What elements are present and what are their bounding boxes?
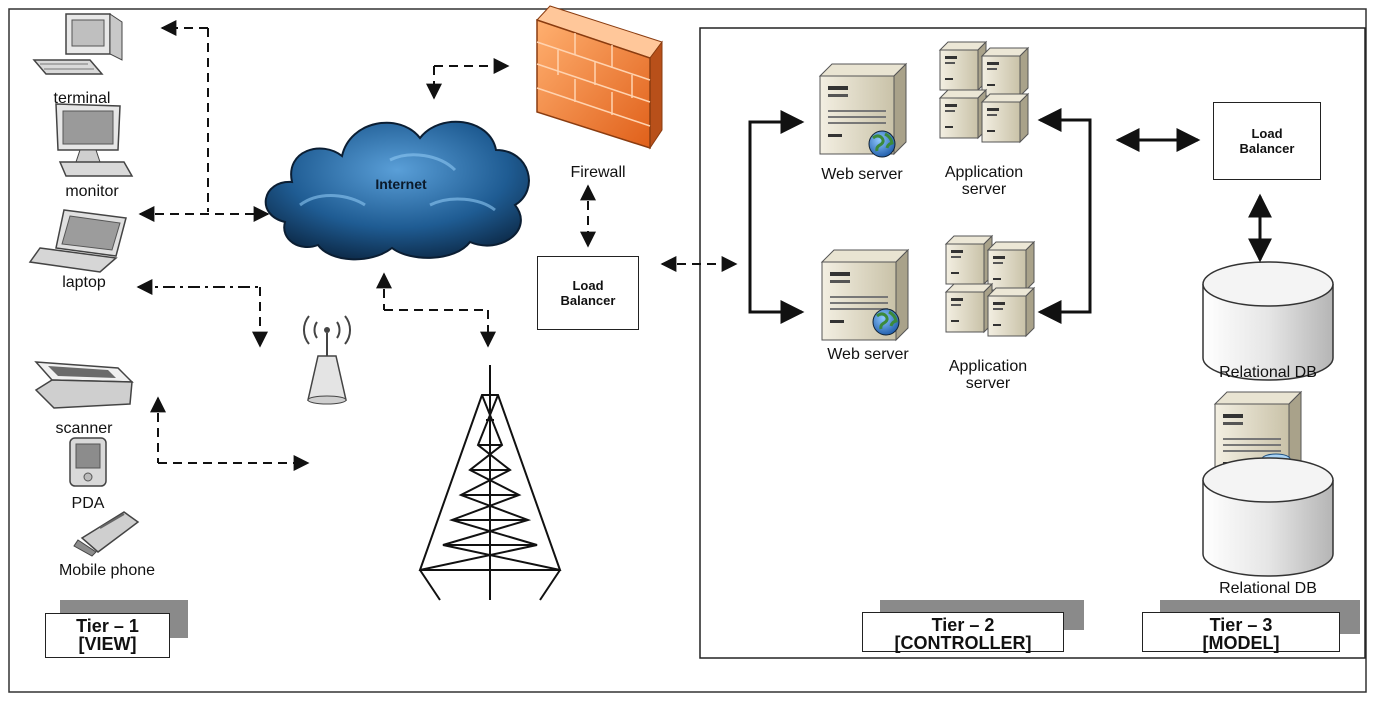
tier2-title: Tier – 2 bbox=[931, 615, 995, 635]
web-server-top-label: Web server bbox=[821, 166, 903, 183]
terminal-label: terminal bbox=[53, 90, 111, 107]
tier2-box: Tier – 2 [CONTROLLER] bbox=[862, 612, 1064, 652]
relational-db-bottom-label: Relational DB bbox=[1219, 580, 1317, 597]
monitor-label: monitor bbox=[65, 183, 119, 200]
load-balancer-model-line2: Balancer bbox=[1239, 141, 1295, 156]
load-balancer-model: Load Balancer bbox=[1213, 102, 1321, 180]
tier3-subtitle: [MODEL] bbox=[1202, 633, 1280, 653]
web-server-bottom-label: Web server bbox=[827, 346, 909, 363]
scanner-label: scanner bbox=[55, 420, 113, 437]
application-server-top-line1: Application bbox=[944, 164, 1024, 181]
outer-frame bbox=[8, 8, 1367, 693]
tier1-subtitle: [VIEW] bbox=[78, 634, 137, 654]
load-balancer-main-line1: Load bbox=[572, 278, 604, 293]
application-server-top-label: Application server bbox=[924, 164, 1044, 198]
web-server-top-icon bbox=[819, 63, 907, 159]
relational-db-bottom-icon bbox=[1202, 457, 1334, 577]
terminal-icon bbox=[32, 13, 123, 75]
laptop-label: laptop bbox=[62, 274, 106, 291]
load-balancer-model-line1: Load bbox=[1251, 126, 1283, 141]
server-tier-container bbox=[699, 27, 1366, 659]
pda-icon bbox=[69, 437, 107, 487]
laptop-icon bbox=[28, 209, 127, 273]
load-balancer-main-line2: Balancer bbox=[560, 293, 616, 308]
mobile-phone-label: Mobile phone bbox=[58, 562, 156, 579]
firewall-icon bbox=[536, 5, 663, 150]
application-server-top-line2: server bbox=[961, 181, 1007, 198]
wireless-access-point-icon bbox=[302, 315, 352, 405]
internet-cloud-icon bbox=[264, 120, 530, 261]
application-server-bottom-line1: Application bbox=[948, 358, 1028, 375]
tier1-title: Tier – 1 bbox=[76, 616, 139, 636]
internet-label: Internet bbox=[375, 176, 427, 192]
relational-db-top-label: Relational DB bbox=[1219, 364, 1317, 381]
server-bracket-lines bbox=[748, 108, 1272, 324]
application-server-bottom-label: Application server bbox=[928, 358, 1048, 392]
pda-label: PDA bbox=[71, 495, 105, 512]
tier1-box: Tier – 1 [VIEW] bbox=[45, 613, 170, 658]
application-server-bottom-line2: server bbox=[965, 375, 1011, 392]
load-balancer-main: Load Balancer bbox=[537, 256, 639, 330]
firewall-label: Firewall bbox=[570, 164, 626, 181]
radio-tower-icon bbox=[418, 365, 562, 601]
mobile-phone-icon bbox=[73, 511, 140, 557]
web-server-bottom-icon bbox=[821, 249, 909, 341]
connector-lines bbox=[136, 20, 738, 471]
tier2-subtitle: [CONTROLLER] bbox=[894, 633, 1032, 653]
scanner-icon bbox=[34, 361, 134, 409]
monitor-icon bbox=[55, 103, 134, 177]
application-server-top-icon bbox=[940, 42, 1028, 142]
relational-db-top-icon bbox=[1202, 261, 1334, 381]
tier3-title: Tier – 3 bbox=[1209, 615, 1273, 635]
tier3-box: Tier – 3 [MODEL] bbox=[1142, 612, 1340, 652]
application-server-bottom-icon bbox=[946, 236, 1034, 336]
